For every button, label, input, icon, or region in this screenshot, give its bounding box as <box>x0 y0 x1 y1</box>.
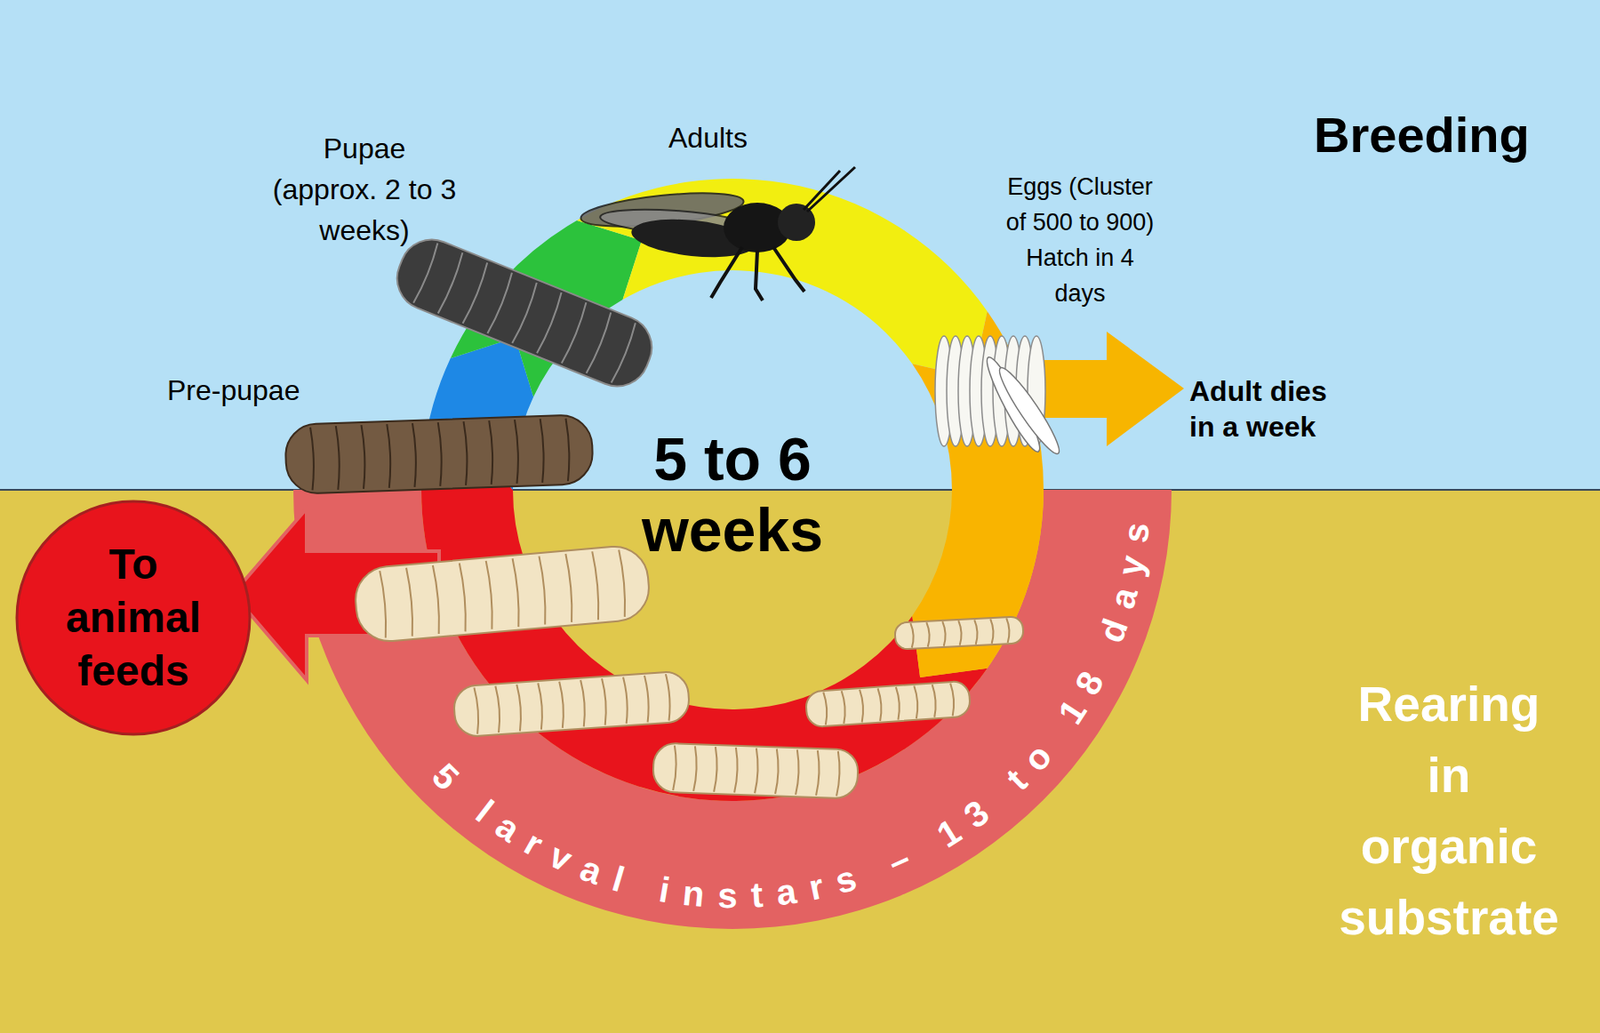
larva-segment <box>512 558 521 627</box>
larva-drawing <box>805 680 971 728</box>
larva-segment <box>823 691 828 725</box>
larva-segment <box>950 682 955 716</box>
larva-segment <box>360 424 366 489</box>
cycle-label: Eggs (Cluster of 500 to 900) Hatch in 4 … <box>999 168 1161 312</box>
larva-segment <box>336 425 341 490</box>
adult-fly <box>579 167 856 301</box>
larva-segment <box>816 750 820 796</box>
feed-circle: To animal feeds <box>15 499 252 736</box>
larva-segment <box>464 421 469 486</box>
larva-segment <box>379 570 388 639</box>
larva-drawing <box>284 414 594 495</box>
larva-segment <box>644 675 650 722</box>
larva-segment <box>913 685 919 719</box>
larva-drawing <box>352 544 652 644</box>
larva-segment <box>486 560 495 630</box>
larva-segment <box>926 622 930 648</box>
larva-drawing <box>652 743 859 800</box>
larva-segment <box>942 621 946 647</box>
larva-segment <box>878 688 883 721</box>
fly-antenna <box>803 167 856 212</box>
larva-body <box>894 616 1024 649</box>
larva-segment <box>406 567 415 636</box>
larva-drawing <box>452 670 690 737</box>
larva-drawing <box>894 616 1024 649</box>
larva-body <box>652 743 859 800</box>
larva-segment <box>932 684 937 718</box>
larva-segment <box>841 690 847 724</box>
larva-segment <box>561 302 589 364</box>
larva-segment <box>565 553 574 623</box>
cycle-label: Pre-pupae <box>167 373 300 408</box>
sky-ground <box>0 0 1600 490</box>
soil-ground <box>0 489 1600 1033</box>
larva-segment <box>463 262 490 324</box>
larva-segment <box>586 312 614 375</box>
larva-segment <box>734 747 738 793</box>
cycle-label: Pupae (approx. 2 to 3 weeks) <box>270 128 459 251</box>
larva-segment <box>910 623 914 648</box>
larva-segment <box>538 555 547 624</box>
larva-segment <box>559 681 565 728</box>
circle-shape <box>16 501 250 735</box>
larva-segment <box>487 272 514 335</box>
larva-segment <box>754 748 759 794</box>
fly-leg <box>711 247 805 301</box>
larva-segment <box>836 751 840 796</box>
larva-segment <box>958 620 962 646</box>
larva-segment <box>488 420 494 485</box>
larva-segment <box>438 252 465 314</box>
larva-segment <box>413 242 440 304</box>
larva-segment <box>310 427 315 491</box>
egg <box>992 362 1065 458</box>
insect-drawings <box>284 167 1065 799</box>
larva-segment <box>601 678 608 725</box>
cycle-label: Adults <box>668 120 748 155</box>
egg-cluster <box>935 336 1066 459</box>
larva-segment <box>565 418 570 482</box>
larva-segment <box>412 423 417 488</box>
larva-segment <box>665 673 672 720</box>
larva-body <box>452 670 690 737</box>
larva-segment <box>592 551 600 620</box>
larva-segment <box>974 619 978 645</box>
larva-segment <box>438 422 443 487</box>
larva-body <box>387 230 662 397</box>
larva-body <box>284 414 594 495</box>
larva-segment <box>896 687 901 720</box>
larva-segment <box>540 418 545 483</box>
larva-body <box>352 544 652 644</box>
larva-segment <box>473 687 480 734</box>
larva-segment <box>1006 617 1010 643</box>
larva-segment <box>795 749 800 795</box>
cycle-label: Breeding <box>1313 104 1530 165</box>
larva-segment <box>990 618 994 644</box>
cycle-label: Rearing in organic substrate <box>1336 668 1563 953</box>
larva-segment <box>775 749 779 795</box>
larval-band-label: 5 larval instars – 13 to 18 days <box>424 520 1157 915</box>
larva-segment <box>537 682 544 729</box>
larva-segment <box>623 677 629 724</box>
larva-drawing <box>387 230 662 397</box>
larva-segment <box>859 689 864 723</box>
larva-segment <box>459 562 468 632</box>
larva-segment <box>580 680 586 727</box>
larva-segment <box>611 322 639 384</box>
larva-segment <box>693 745 697 792</box>
larva-segment <box>386 424 392 488</box>
larva-segment <box>618 549 627 617</box>
cycle-label: 5 to 6 weeks <box>616 423 848 566</box>
larva-segment <box>536 292 564 354</box>
larva-segment <box>514 419 520 484</box>
larva-segment <box>512 282 539 344</box>
larva-segment <box>713 746 718 792</box>
node-text: To animal feeds <box>44 537 223 698</box>
larva-body <box>805 680 971 728</box>
larva-segment <box>516 684 522 731</box>
larva-segment <box>432 565 441 634</box>
cycle-label: Adult dies in a week <box>1189 373 1345 445</box>
larva-segment <box>495 686 501 733</box>
larva-segment <box>672 745 677 791</box>
